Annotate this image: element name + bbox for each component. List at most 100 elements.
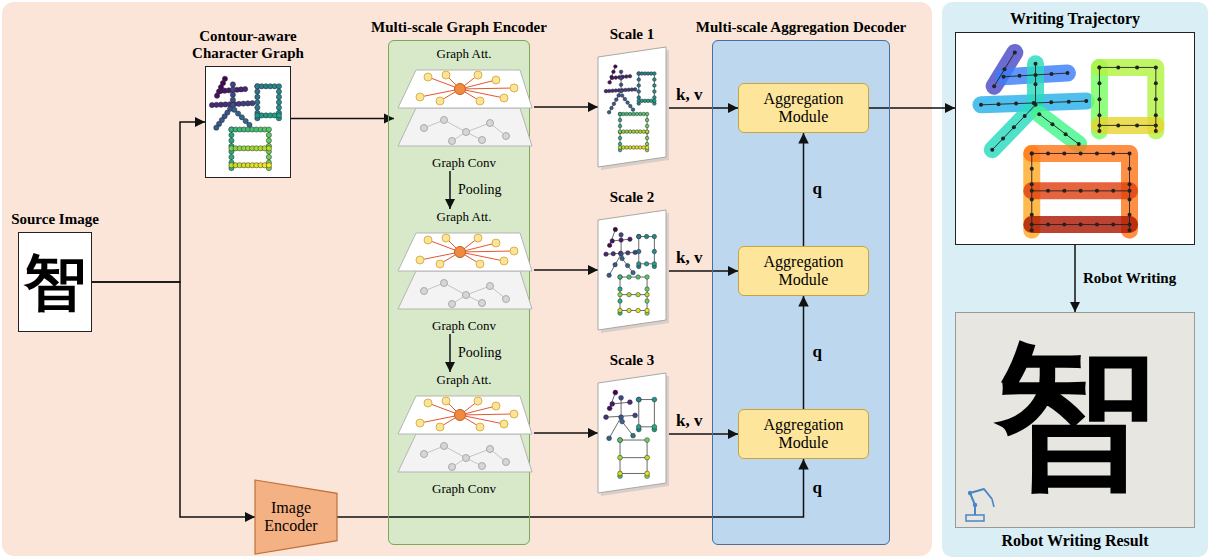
- graph-node-dot: [214, 93, 219, 98]
- trajectory-point: [992, 84, 996, 88]
- attention-node-dot: [416, 93, 424, 101]
- graph-node-dot: [266, 127, 271, 132]
- graph-node-dot: [652, 249, 656, 253]
- attention-node-dot: [436, 423, 444, 431]
- graph-node-dot: [645, 438, 650, 443]
- graph-node-dot: [636, 292, 640, 296]
- graph-node-dot: [255, 94, 260, 99]
- graph-node-dot: [620, 419, 625, 424]
- attention-edge-line: [460, 251, 514, 252]
- trajectory-point: [1077, 142, 1081, 146]
- edge-label-slot: Pooling: [458, 345, 502, 360]
- trajectory-point: [1030, 167, 1034, 171]
- robot-brush: [992, 499, 994, 507]
- graph-node-dot: [255, 89, 260, 94]
- attention-node-dot: [424, 399, 432, 407]
- conv-node-group: [421, 117, 510, 145]
- graph-node-group: [607, 70, 623, 114]
- edge-label-slot: q: [813, 479, 822, 498]
- trajectory-point: [1095, 223, 1099, 227]
- trajectory-point: [1067, 100, 1071, 104]
- graph-node-dot: [625, 75, 629, 79]
- graph-node-dot: [645, 471, 650, 476]
- graph-node-dot: [266, 138, 271, 143]
- attention-node-dot: [500, 257, 508, 265]
- connector-arrow: [534, 269, 598, 271]
- graph-node-dot: [230, 82, 235, 87]
- image-encoder-trapezoid: Image Encoder: [255, 480, 337, 554]
- connector-arrow: [803, 296, 805, 409]
- conv-edge-group: [424, 283, 506, 304]
- attention-layer-plane: [398, 396, 532, 434]
- trajectory-point: [1154, 97, 1158, 101]
- graph-node-group: [618, 146, 649, 150]
- trajectory-stroke: [1099, 67, 1155, 131]
- graph-node-dot: [622, 146, 626, 150]
- graph-node-dot: [611, 252, 615, 256]
- trajectory-point: [1154, 81, 1158, 85]
- trajectory-point: [990, 148, 994, 152]
- trajectory-point: [1064, 132, 1068, 136]
- graph-node-group: [618, 130, 649, 134]
- connector-arrow: [666, 433, 738, 435]
- layer-label: Graph Att.: [394, 46, 534, 62]
- attention-node-dot: [474, 234, 482, 242]
- trajectory-point: [1154, 65, 1158, 69]
- graph-node-group: [604, 250, 638, 256]
- trajectory-point: [1034, 82, 1038, 86]
- pipeline-panel: [2, 2, 932, 556]
- node-label: Image Encoder: [261, 499, 321, 536]
- node-label: Aggregation Module: [745, 90, 862, 127]
- graph-node-group: [618, 308, 649, 312]
- graph-node-dot: [637, 84, 641, 88]
- trajectory-point: [1135, 65, 1139, 69]
- node-illustration: [394, 372, 534, 497]
- trajectory-point: [1079, 151, 1083, 155]
- graph-node-dot: [632, 112, 636, 116]
- trajectory-point: [1079, 189, 1083, 193]
- graph-node-dot: [622, 112, 626, 116]
- graph-node-dot: [266, 146, 271, 151]
- graph-node-dot: [627, 308, 631, 312]
- graph-node-group: [214, 82, 236, 130]
- trajectory-stroke: [1039, 114, 1078, 144]
- graph-node-dot: [618, 130, 622, 134]
- attention-layer-plane: [398, 233, 532, 271]
- graph-node-dot: [266, 132, 271, 137]
- conv-node-dot: [479, 463, 486, 470]
- trajectory-centerline: [1099, 67, 1155, 131]
- node-label: Aggregation Module: [745, 253, 862, 290]
- graph-node-group: [618, 112, 649, 152]
- text-slot: Multi-scale Graph Encoder: [371, 19, 547, 36]
- trajectory-stroke: [1032, 216, 1130, 233]
- attention-node-dot: [436, 260, 444, 268]
- trajectory-point: [1128, 151, 1132, 155]
- trajectory-point: [1116, 123, 1120, 127]
- scale-plane: Scale 3: [598, 373, 666, 493]
- connector-arrow: [291, 118, 394, 120]
- attention-node-dot: [476, 97, 484, 105]
- trajectory-point: [1030, 151, 1034, 155]
- trajectory-point-group: [1097, 65, 1157, 133]
- graph-node-dot: [636, 397, 641, 402]
- graph-node-group: [610, 400, 632, 407]
- trajectory-point: [1095, 189, 1099, 193]
- connector-arrow: [869, 107, 955, 109]
- conv-node-dot: [503, 459, 510, 466]
- graph-node-dot: [276, 84, 281, 89]
- attention-node-dot: [510, 84, 518, 92]
- attention-node-dot: [476, 423, 484, 431]
- graph-node-dot: [637, 90, 641, 94]
- scale-plane-shape: [598, 373, 666, 493]
- conv-node-dot: [421, 451, 428, 458]
- graph-node-dot: [653, 90, 657, 94]
- robot-base: [966, 515, 984, 521]
- decoder-panel: Multi-scale Aggregation DecoderAggregati…: [712, 40, 890, 545]
- attention-edge-line: [460, 89, 504, 98]
- graph-node-dot: [645, 146, 649, 150]
- trajectory-point: [1097, 129, 1101, 133]
- attention-edge-line: [460, 88, 514, 89]
- edge-label-slot: Pooling: [458, 182, 502, 197]
- attention-node-dot: [492, 76, 500, 84]
- graph-node-dot: [628, 146, 632, 150]
